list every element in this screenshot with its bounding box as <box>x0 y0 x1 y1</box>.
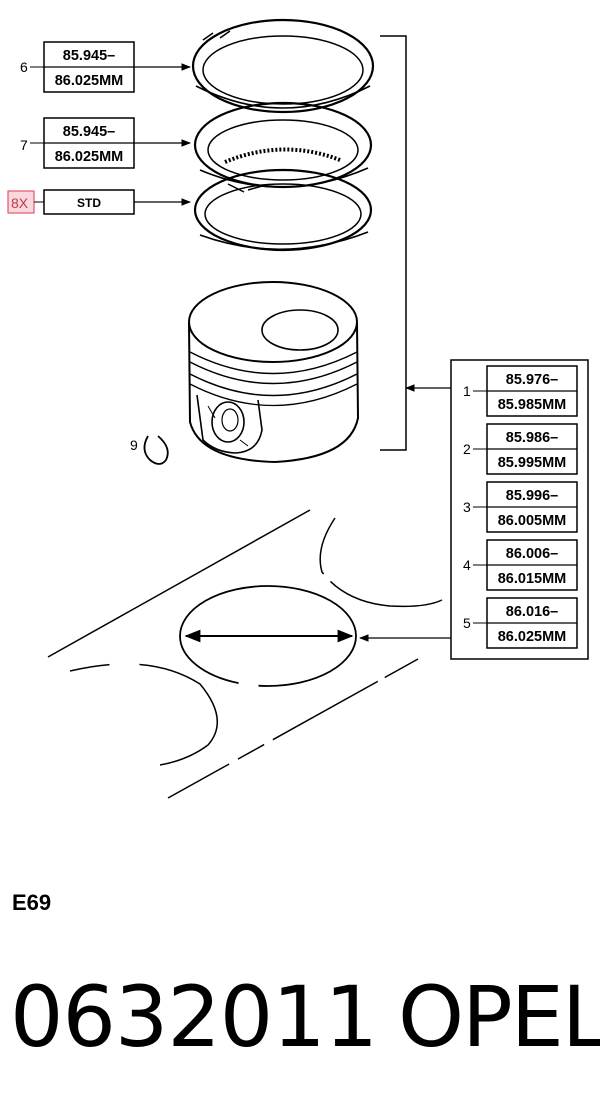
piston-drawing <box>188 281 360 464</box>
callout-9: 9 <box>130 437 138 453</box>
size-line2: 85.995MM <box>498 455 567 471</box>
piston-size-row: 2 85.986– 85.995MM <box>463 423 578 475</box>
size-callout: 1 <box>463 383 471 399</box>
piston-size-row: 3 85.996– 86.005MM <box>463 481 578 533</box>
ring-6-label-line2: 86.025MM <box>55 73 124 89</box>
piston-size-row: 1 85.976– 85.985MM <box>463 365 578 417</box>
size-line1: 85.996– <box>506 488 558 504</box>
callout-7: 7 <box>20 137 28 153</box>
size-callout: 4 <box>463 557 471 573</box>
ring-7-label-line1: 85.945– <box>63 124 115 140</box>
ring-bracket <box>380 35 407 451</box>
part-number: 0632011 <box>10 968 378 1066</box>
ring-7-label-line2: 86.025MM <box>55 149 124 165</box>
ring-8-label: STD <box>77 196 101 210</box>
ring-8-label-box <box>43 189 135 215</box>
piston-ring-diagram: 85.945– 86.025MM 6 85.945– 86.025MM 7 8X… <box>7 18 589 799</box>
brand-name: OPEL <box>398 968 600 1066</box>
callout-6: 6 <box>20 59 28 75</box>
size-line2: 86.025MM <box>498 629 567 645</box>
size-line1: 85.986– <box>506 430 558 446</box>
size-line1: 85.976– <box>506 372 558 388</box>
callout-8x: 8X <box>11 195 29 211</box>
size-callout: 3 <box>463 499 471 515</box>
size-callout: 5 <box>463 615 471 631</box>
ring-6-label-line1: 85.945– <box>63 48 115 64</box>
circlip-drawing <box>143 435 169 465</box>
ring-7-drawing <box>193 101 373 189</box>
size-line2: 86.015MM <box>498 571 567 587</box>
size-line1: 86.006– <box>506 546 558 562</box>
size-callout: 2 <box>463 441 471 457</box>
piston-size-row: 5 86.016– 86.025MM <box>463 597 578 649</box>
cylinder-block-drawing <box>47 509 443 799</box>
size-line1: 86.016– <box>506 604 558 620</box>
piston-size-row: 4 86.006– 86.015MM <box>463 539 578 591</box>
ring-8-drawing <box>193 168 373 252</box>
ring-6-drawing <box>191 18 375 114</box>
size-line2: 85.985MM <box>498 397 567 413</box>
diagram-code: E69 <box>12 890 52 915</box>
size-line2: 86.005MM <box>498 513 567 529</box>
